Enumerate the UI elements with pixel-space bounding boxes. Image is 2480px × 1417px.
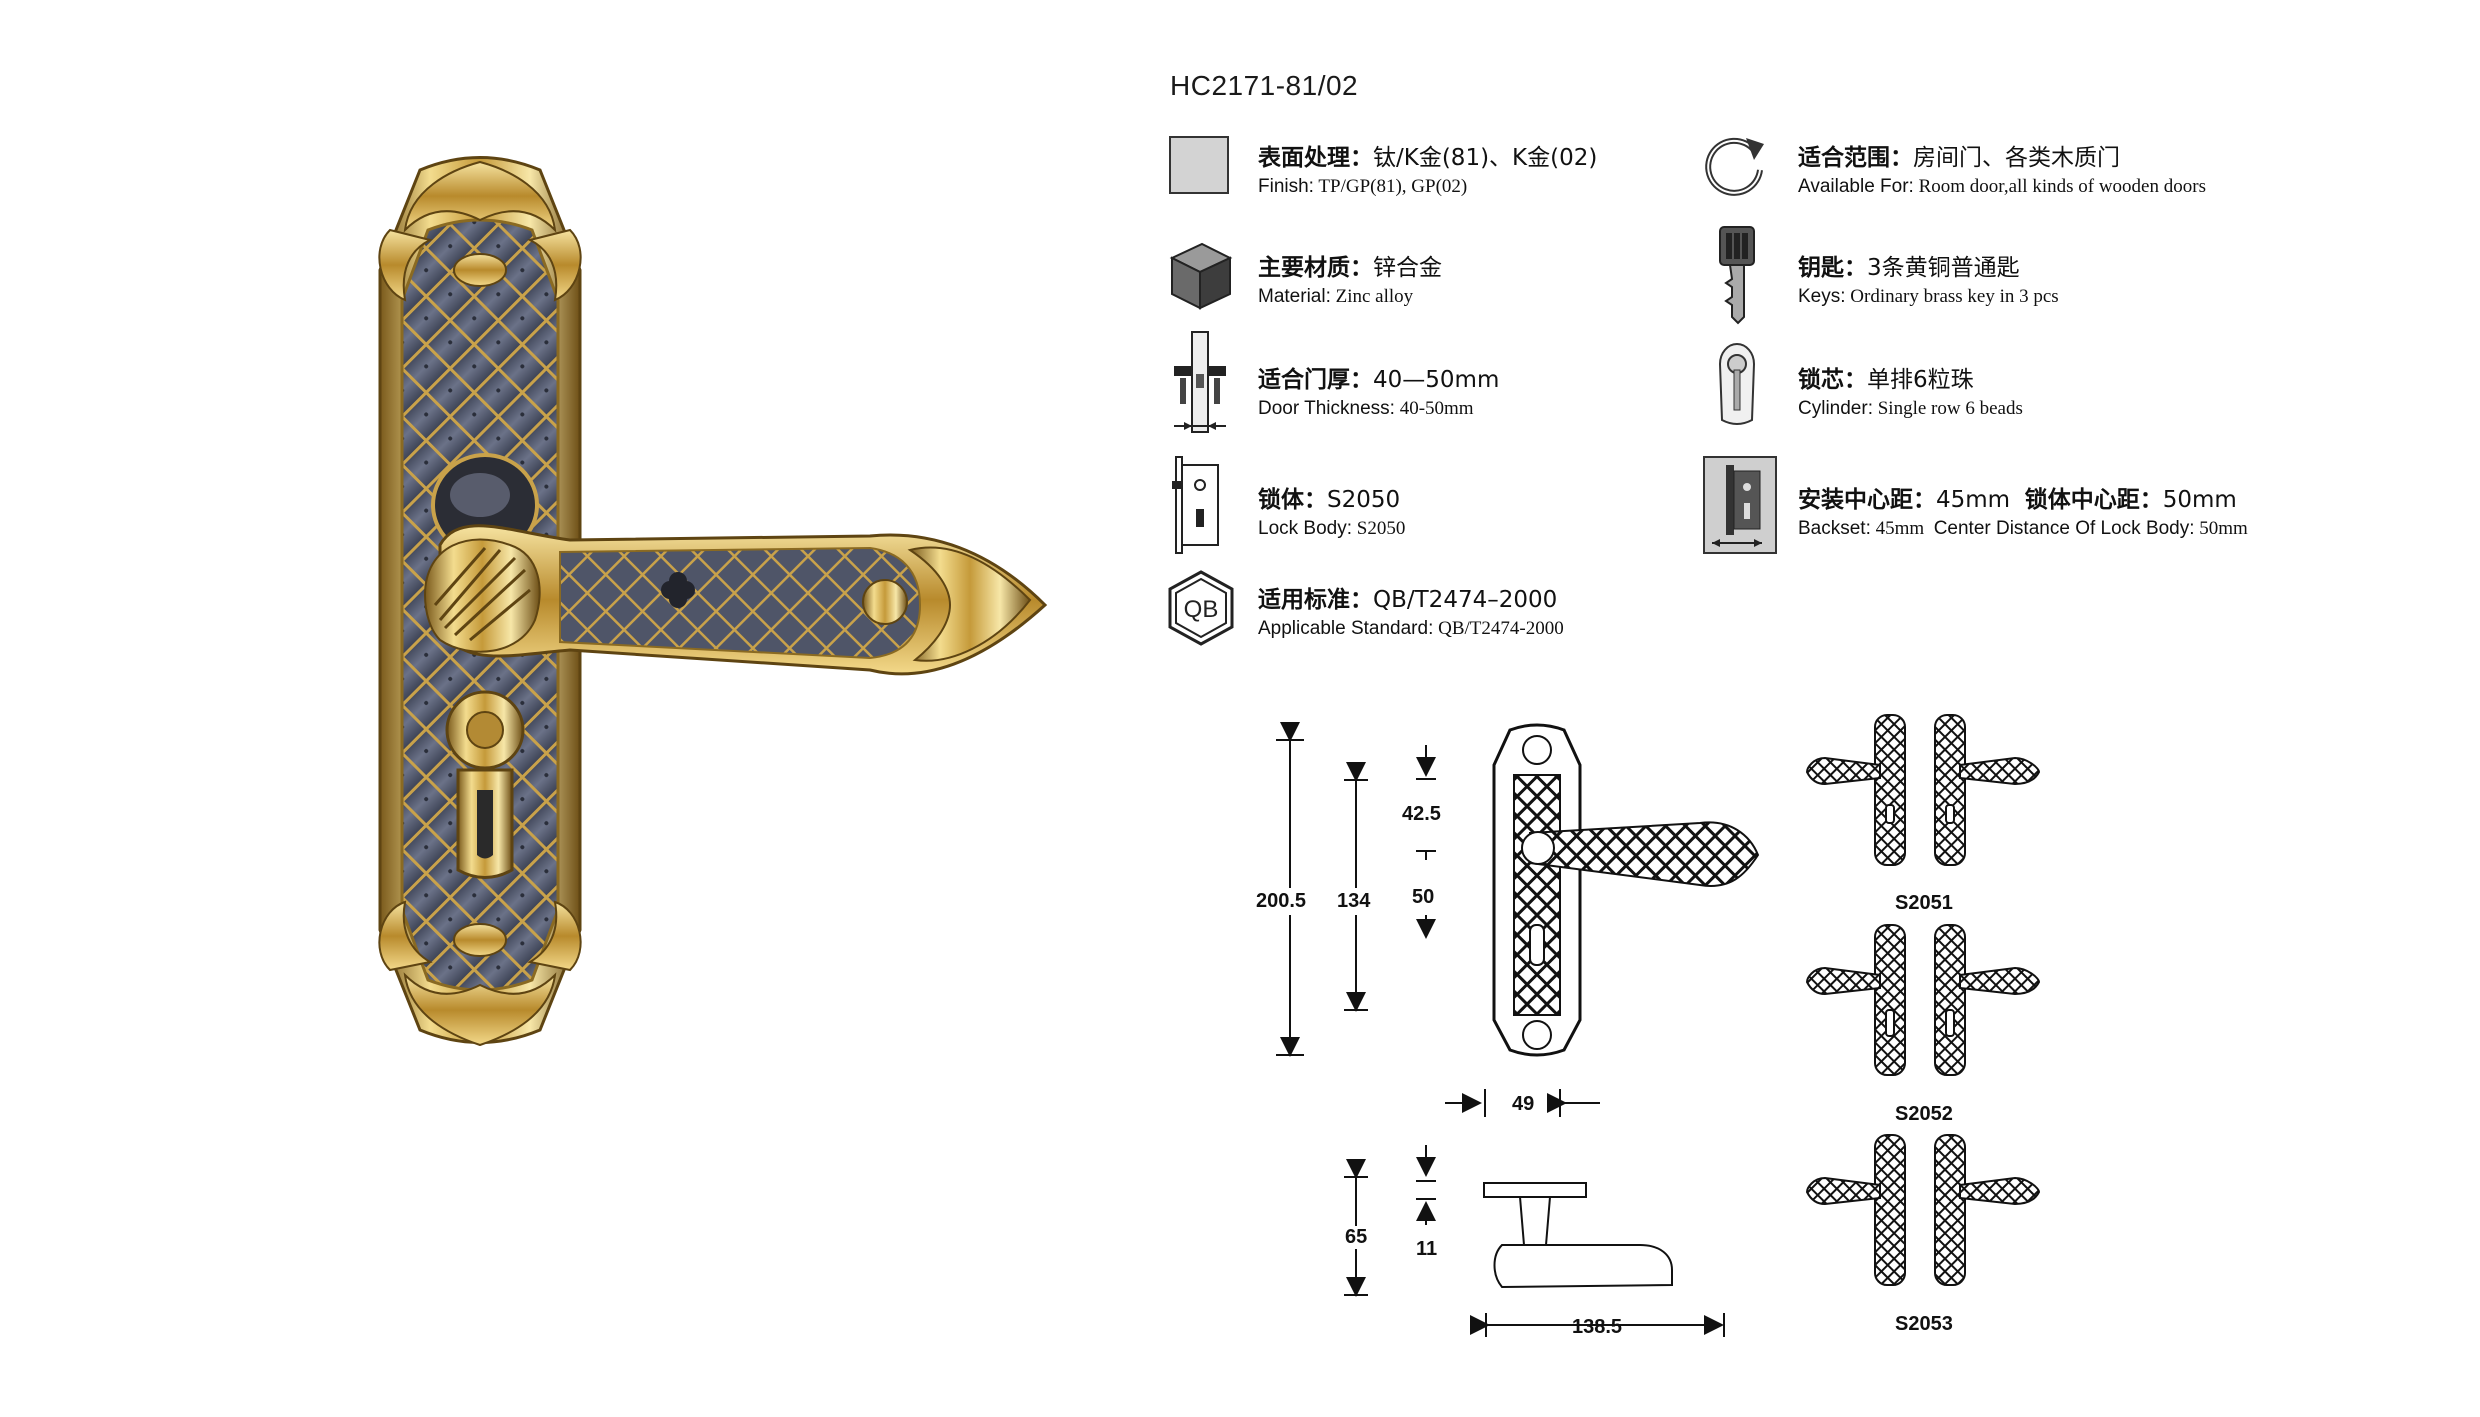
available-for-zh-value: 房间门、各类木质门: [1913, 145, 2120, 171]
spec-standard: 适用标准：QB/T2474–2000 Applicable Standard: …: [1258, 580, 1564, 640]
dimension-drawing: [1276, 722, 1760, 1337]
standard-zh-label: 适用标准：: [1258, 587, 1373, 613]
door-thickness-icon: [1174, 331, 1226, 433]
variant-label-s2052: S2052: [1895, 1103, 1953, 1125]
backset-en-value: 45mm: [1875, 518, 1925, 539]
finish-zh-value: 钛/K金(81)、K金(02): [1373, 145, 1598, 171]
finish-en-label: Finish:: [1258, 176, 1314, 197]
dim-hole-distance: 134: [1337, 888, 1371, 915]
lock-body-zh-label: 锁体：: [1258, 487, 1327, 513]
dim-total-height: 200.5: [1256, 888, 1307, 915]
keys-zh-value: 3条黄铜普通匙: [1867, 255, 2020, 281]
material-en-value: Zinc alloy: [1335, 286, 1414, 307]
available-for-en-value: Room door,all kinds of wooden doors: [1918, 176, 2206, 197]
available-for-en-label: Available For:: [1798, 176, 1914, 197]
backset-zh-value: 45mm: [1936, 487, 2011, 513]
product-photo: [378, 156, 1048, 1047]
keys-en-value: Ordinary brass key in 3 pcs: [1850, 286, 2059, 307]
door-thickness-zh-label: 适合门厚：: [1258, 367, 1373, 393]
finish-zh-label: 表面处理：: [1258, 145, 1373, 171]
rotate-arrow-icon: [1705, 137, 1764, 196]
material-zh-label: 主要材质：: [1258, 255, 1373, 281]
spec-lock-body: 锁体：S2050 Lock Body: S2050: [1258, 480, 1405, 540]
square-swatch-icon: [1169, 136, 1229, 194]
cylinder-icon: [1718, 343, 1756, 425]
door-thickness-zh-value: 40—50mm: [1373, 367, 1500, 393]
lock-body-en-label: Lock Body:: [1258, 518, 1352, 539]
qb-icon-text: QB: [1184, 596, 1219, 623]
material-en-label: Material:: [1258, 286, 1331, 307]
spec-backset: 安装中心距：45mm 锁体中心距：50mm Backset: 45mm Cent…: [1798, 480, 2248, 540]
variant-drawing-s2053: [1805, 1134, 2041, 1286]
keys-en-label: Keys:: [1798, 286, 1846, 307]
cylinder-zh-value: 单排6粒珠: [1867, 367, 1974, 393]
variant-label-s2051: S2051: [1895, 892, 1953, 914]
key-icon: [1719, 226, 1755, 325]
standard-en-label: Applicable Standard:: [1258, 618, 1434, 639]
spec-material: 主要材质：锌合金 Material: Zinc alloy: [1258, 248, 1442, 308]
cylinder-en-value: Single row 6 beads: [1877, 398, 2023, 419]
backset-icon: [1703, 456, 1777, 554]
qb-standard-icon: QB: [1168, 570, 1234, 646]
dim-handle-to-keyhole: 50: [1412, 886, 1435, 908]
lock-body-zh-value: S2050: [1327, 487, 1401, 513]
spec-cylinder: 锁芯：单排6粒珠 Cylinder: Single row 6 beads: [1798, 360, 2023, 420]
dim-rose-thickness: 11: [1416, 1238, 1438, 1260]
door-thickness-en-value: 40-50mm: [1399, 398, 1474, 419]
backset-zh-label: 安装中心距：: [1798, 487, 1936, 513]
dim-plate-width: 49: [1512, 1093, 1535, 1115]
variant-drawing-s2052: [1805, 924, 2041, 1076]
variant-drawing-s2051: [1805, 714, 2041, 866]
standard-zh-value: QB/T2474–2000: [1373, 587, 1558, 613]
standard-en-value: QB/T2474-2000: [1438, 618, 1564, 639]
lock-center-zh-label: 锁体中心距：: [2024, 487, 2163, 513]
spec-finish: 表面处理：钛/K金(81)、K金(02) Finish: TP/GP(81), …: [1258, 138, 1597, 198]
spec-door-thickness: 适合门厚：40—50mm Door Thickness: 40-50mm: [1258, 360, 1499, 420]
spec-available-for: 适合范围：房间门、各类木质门 Available For: Room door,…: [1798, 138, 2206, 198]
material-zh-value: 锌合金: [1373, 255, 1442, 281]
dim-handle-length: 138.5: [1572, 1316, 1623, 1338]
lock-center-en-label: Center Distance Of Lock Body:: [1933, 518, 2195, 539]
dim-top-to-handle: 42.5: [1402, 803, 1441, 825]
lock-center-zh-value: 50mm: [2162, 487, 2237, 513]
backset-en-label: Backset:: [1798, 518, 1871, 539]
cylinder-en-label: Cylinder:: [1798, 398, 1873, 419]
variant-label-s2053: S2053: [1895, 1313, 1953, 1335]
door-thickness-en-label: Door Thickness:: [1258, 398, 1395, 419]
lock-center-en-value: 50mm: [2199, 518, 2248, 539]
finish-en-value: TP/GP(81), GP(02): [1318, 176, 1468, 197]
dim-projection: 65: [1345, 1226, 1368, 1249]
spec-keys: 钥匙：3条黄铜普通匙 Keys: Ordinary brass key in 3…: [1798, 248, 2059, 308]
available-for-zh-label: 适合范围：: [1798, 145, 1913, 171]
lock-body-icon: [1172, 456, 1219, 554]
model-number: HC2171-81/02: [1170, 70, 1359, 101]
lock-body-en-value: S2050: [1356, 518, 1406, 539]
cube-icon: [1169, 242, 1233, 310]
keys-zh-label: 钥匙：: [1798, 255, 1867, 281]
cylinder-zh-label: 锁芯：: [1798, 367, 1867, 393]
